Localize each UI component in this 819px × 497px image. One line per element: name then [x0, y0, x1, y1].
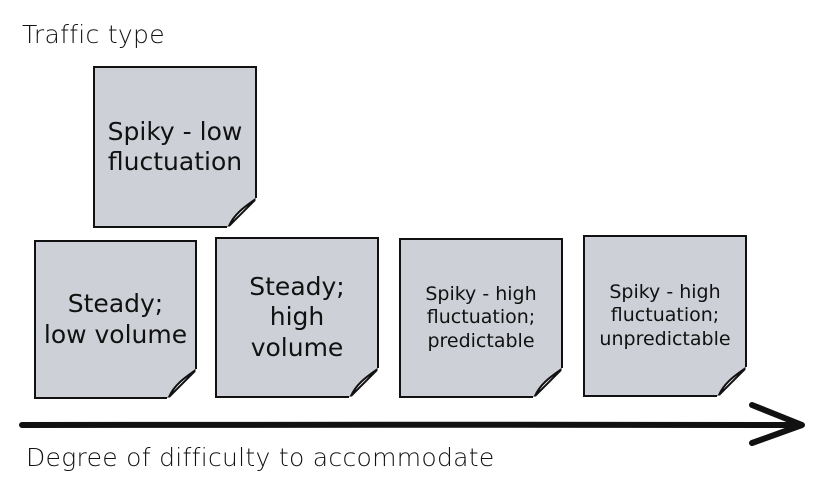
page-curl-icon: [717, 367, 747, 397]
note-label: Steady; high volume: [249, 271, 345, 362]
axis-label: Degree of difficulty to accommodate: [26, 443, 495, 472]
note-label: Spiky - high fluctuation; predictable: [425, 283, 537, 352]
page-curl-icon: [349, 368, 379, 398]
note-label: Spiky - high fluctuation; unpredictable: [599, 281, 731, 350]
sticky-note-steady-low-volume: Steady; low volume: [34, 240, 197, 399]
page-curl-icon: [167, 369, 197, 399]
sticky-note-spiky-low-fluctuation: Spiky - low fluctuation: [93, 66, 257, 228]
page-curl-icon: [227, 198, 257, 228]
sticky-note-steady-high-volume: Steady; high volume: [215, 237, 379, 398]
sticky-note-spiky-high-predictable: Spiky - high fluctuation; predictable: [399, 238, 563, 398]
diagram-title: Traffic type: [22, 20, 165, 49]
sticky-note-spiky-high-unpredictable: Spiky - high fluctuation; unpredictable: [583, 235, 747, 397]
note-label: Spiky - low fluctuation: [107, 116, 243, 177]
note-label: Steady; low volume: [43, 289, 188, 349]
page-curl-icon: [533, 368, 563, 398]
